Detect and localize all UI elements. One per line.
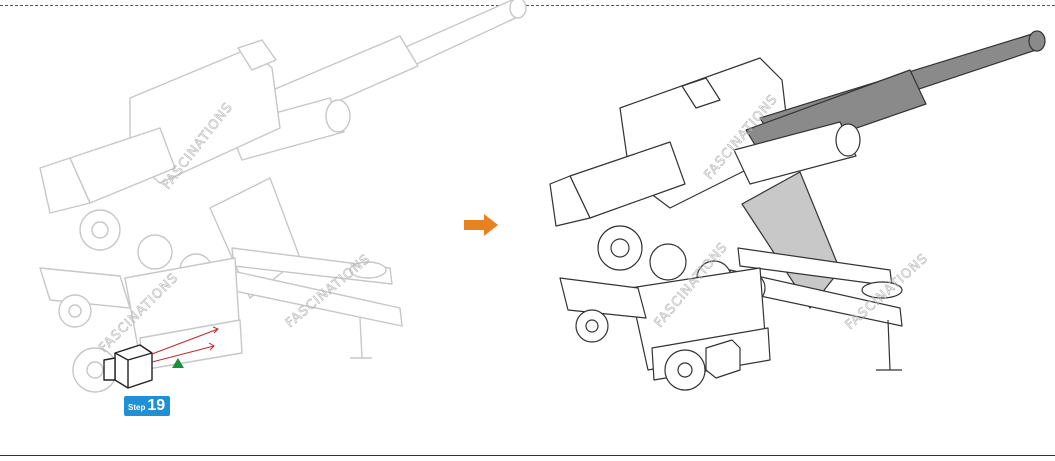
new-part-gearbox bbox=[103, 344, 153, 389]
triangle-marker-icon bbox=[172, 358, 184, 368]
placement-guide-lines bbox=[151, 326, 219, 363]
step-number: 19 bbox=[147, 397, 166, 414]
step-illustration-after: FASCINATIONS FASCINATIONS FASCINATIONS bbox=[520, 8, 1055, 448]
arrow-right-icon bbox=[462, 212, 500, 238]
bottom-rule bbox=[0, 455, 1055, 456]
step-badge: Step 19 bbox=[124, 396, 171, 416]
step-label: Step bbox=[128, 403, 146, 412]
dashed-border-top bbox=[0, 5, 1055, 6]
step-illustration-before: FASCINATIONS FASCINATIONS FASCINATIONS S… bbox=[0, 0, 527, 448]
